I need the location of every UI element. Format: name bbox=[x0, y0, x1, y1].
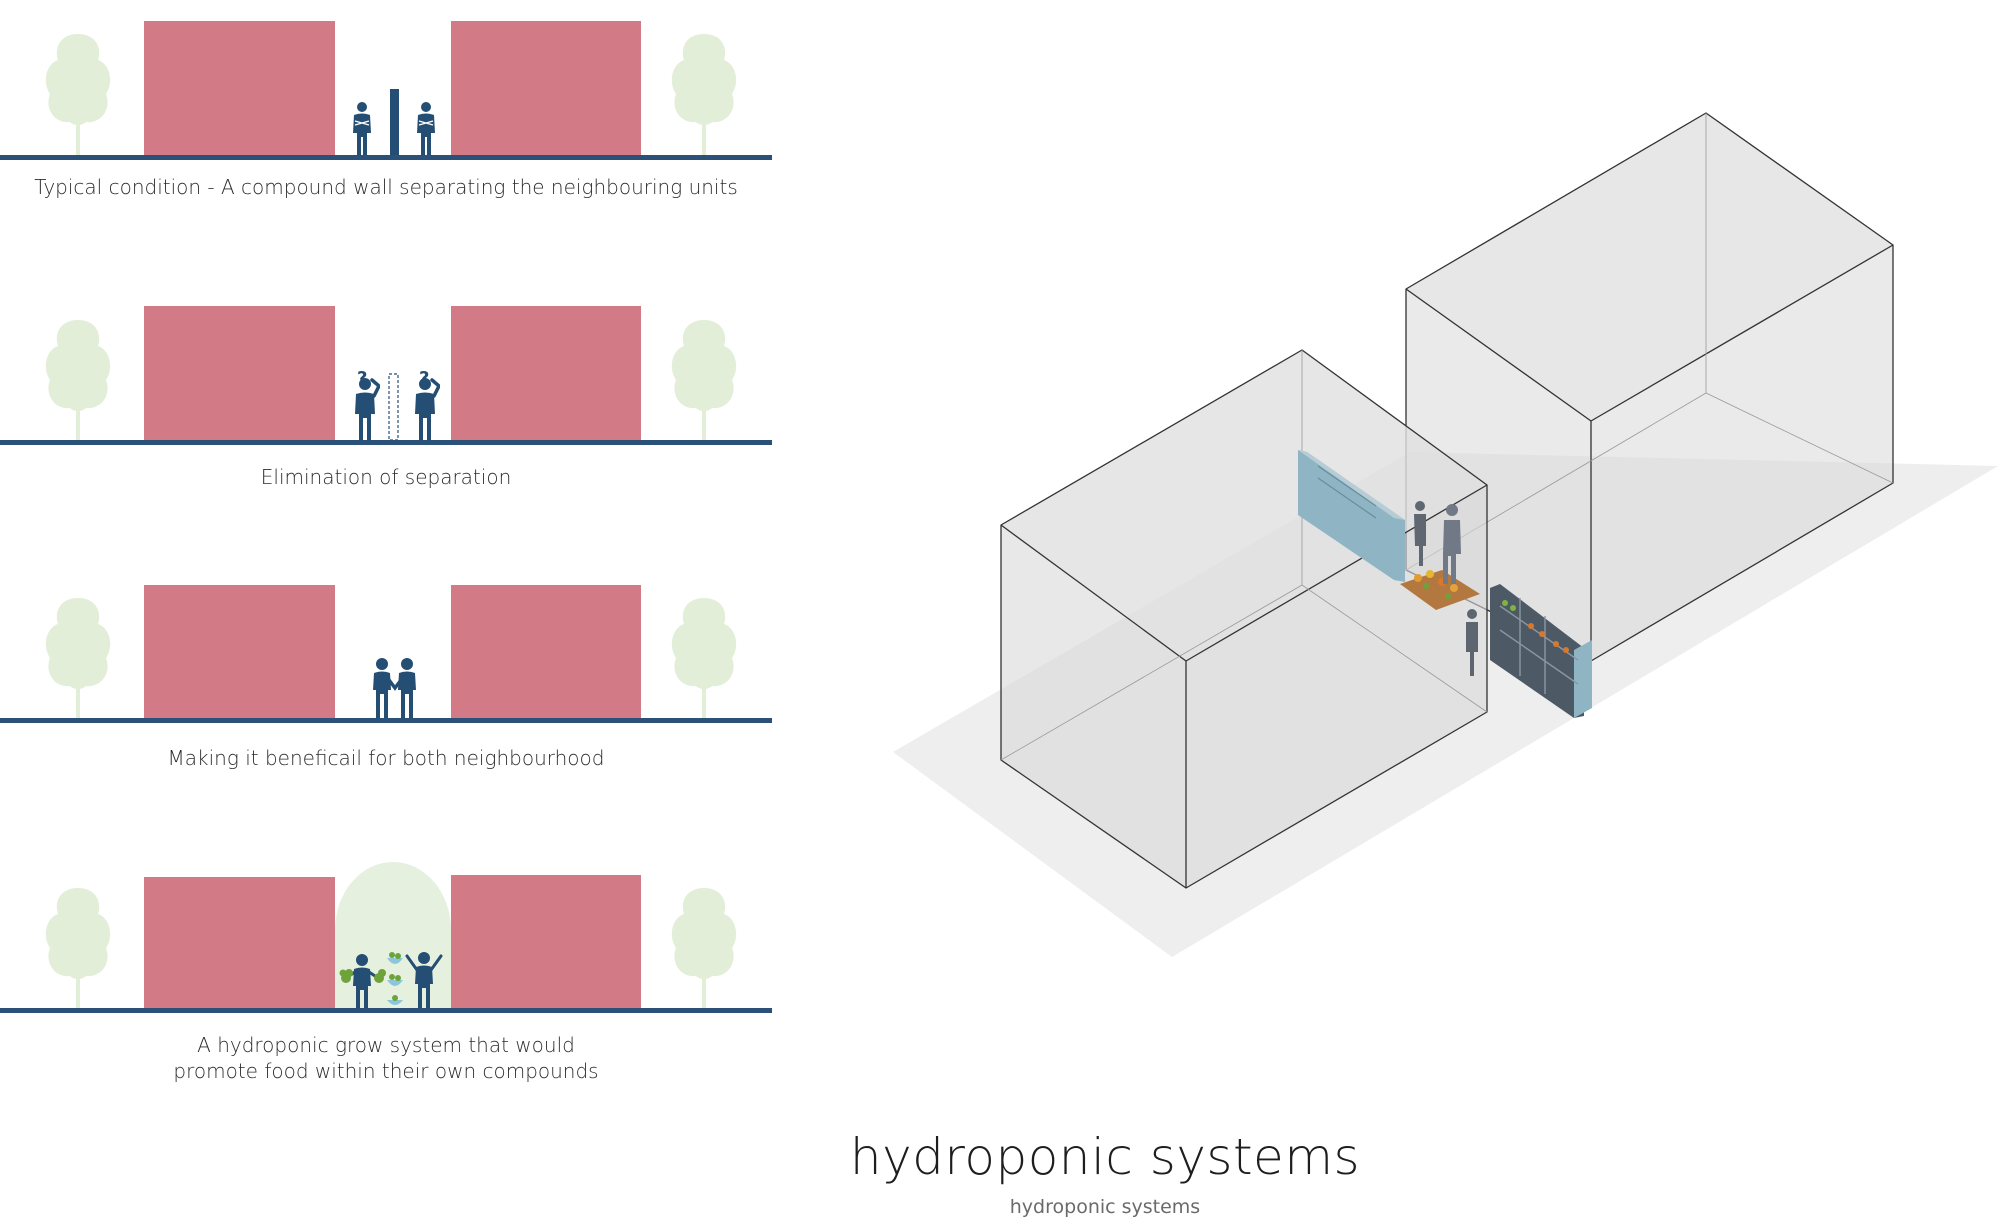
hydroponic-bowls bbox=[387, 952, 403, 1005]
person-icon bbox=[416, 101, 436, 155]
caption-line: promote food within their own compounds bbox=[173, 1059, 599, 1083]
isometric-view bbox=[893, 112, 1998, 957]
caption-line: A hydroponic grow system that would bbox=[197, 1033, 575, 1057]
page-subtitle: hydroponic systems bbox=[1009, 1196, 1201, 1218]
caption-line: Typical condition - A compound wall sepa… bbox=[34, 175, 738, 199]
handshake-icon bbox=[373, 658, 416, 718]
growth-dome bbox=[335, 862, 451, 1008]
panel-beneficial bbox=[0, 585, 772, 723]
person-icon bbox=[352, 101, 372, 155]
ground-line bbox=[0, 155, 772, 160]
question-mark-icon: ? bbox=[419, 368, 429, 389]
tree-icon bbox=[670, 32, 738, 156]
ground-line bbox=[0, 440, 772, 445]
building-right bbox=[451, 875, 641, 1008]
page-title: hydroponic systems bbox=[849, 1128, 1361, 1186]
person-icon bbox=[1443, 504, 1461, 584]
building-left bbox=[144, 306, 335, 440]
question-mark-icon: ? bbox=[357, 368, 367, 389]
house-volume-right bbox=[1405, 112, 1894, 662]
house-volume-left bbox=[1000, 349, 1488, 889]
building-left bbox=[144, 877, 335, 1008]
tree-icon bbox=[670, 886, 738, 1010]
building-right bbox=[451, 21, 641, 155]
wall-icon bbox=[390, 89, 399, 155]
person-icon bbox=[1414, 501, 1426, 566]
plant-icon bbox=[339, 969, 386, 983]
planter-rack-right bbox=[1490, 584, 1584, 718]
tree-icon bbox=[670, 596, 738, 720]
caption-line: Making it beneficail for both neighbourh… bbox=[167, 746, 605, 770]
ground-line bbox=[0, 1008, 772, 1013]
ground-line bbox=[0, 718, 772, 723]
building-left bbox=[144, 585, 335, 719]
tree-icon bbox=[670, 318, 738, 442]
panel-typical-condition bbox=[0, 21, 772, 160]
person-icon bbox=[405, 952, 443, 1008]
building-right bbox=[451, 306, 641, 440]
caption-hydroponic: A hydroponic grow system that would prom… bbox=[0, 1032, 772, 1084]
building-right bbox=[451, 585, 641, 719]
panel-elimination: ? ? bbox=[0, 306, 772, 445]
removed-wall-outline bbox=[388, 373, 399, 441]
caption-beneficial: Making it beneficail for both neighbourh… bbox=[0, 745, 772, 771]
caption-elimination: Elimination of separation bbox=[0, 464, 772, 490]
plant-icon bbox=[1502, 600, 1569, 653]
tree-icon bbox=[44, 32, 112, 156]
building-left bbox=[144, 21, 335, 155]
tree-icon bbox=[44, 886, 112, 1010]
caption-line: Elimination of separation bbox=[260, 465, 512, 489]
hydroponic-installation bbox=[1298, 450, 1592, 718]
caption-typical-condition: Typical condition - A compound wall sepa… bbox=[0, 174, 772, 200]
tree-icon bbox=[44, 318, 112, 442]
person-icon bbox=[1466, 609, 1478, 676]
tree-icon bbox=[44, 596, 112, 720]
panel-hydroponic bbox=[0, 862, 772, 1013]
